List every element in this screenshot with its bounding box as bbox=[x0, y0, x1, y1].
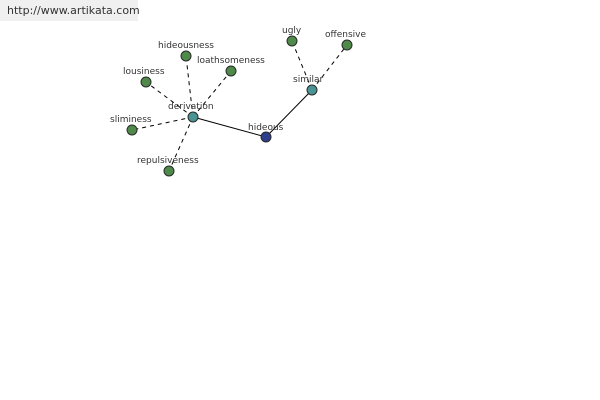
node-dot-similar[interactable] bbox=[306, 84, 318, 96]
edge-similar-ugly bbox=[291, 40, 313, 91]
node-dot-lousiness[interactable] bbox=[140, 76, 152, 88]
node-dot-ugly[interactable] bbox=[286, 35, 298, 47]
node-label-derivation[interactable]: derivation bbox=[168, 102, 214, 112]
node-label-repulsiveness[interactable]: repulsiveness bbox=[137, 156, 199, 166]
node-label-hideousness[interactable]: hideousness bbox=[158, 41, 214, 51]
node-ugly[interactable]: ugly bbox=[282, 26, 302, 47]
node-label-hideous[interactable]: hideous bbox=[248, 123, 284, 133]
node-label-loathsomeness[interactable]: loathsomeness bbox=[197, 56, 265, 66]
node-similar[interactable]: similar bbox=[293, 75, 323, 96]
edge-derivation-lousiness bbox=[145, 81, 194, 118]
edge-derivation-sliminess bbox=[131, 116, 194, 131]
node-label-similar[interactable]: similar bbox=[293, 75, 323, 85]
node-dot-repulsiveness[interactable] bbox=[163, 165, 175, 177]
node-dot-loathsomeness[interactable] bbox=[225, 65, 237, 77]
node-hideous[interactable]: hideous bbox=[248, 123, 284, 143]
node-dot-hideous[interactable] bbox=[260, 131, 272, 143]
edges-layer bbox=[131, 40, 348, 172]
edge-derivation-loathsomeness bbox=[192, 70, 232, 118]
node-dot-sliminess[interactable] bbox=[126, 124, 138, 136]
node-derivation[interactable]: derivation bbox=[168, 102, 214, 123]
node-dot-derivation[interactable] bbox=[187, 111, 199, 123]
node-label-lousiness[interactable]: lousiness bbox=[123, 67, 165, 77]
node-label-offensive[interactable]: offensive bbox=[325, 30, 366, 40]
node-dot-hideousness[interactable] bbox=[180, 50, 192, 62]
node-hideousness[interactable]: hideousness bbox=[158, 41, 214, 62]
node-label-sliminess[interactable]: sliminess bbox=[110, 115, 152, 125]
edge-derivation-hideousness bbox=[185, 55, 194, 118]
node-sliminess[interactable]: sliminess bbox=[110, 115, 152, 136]
node-dot-offensive[interactable] bbox=[341, 39, 353, 51]
edge-similar-offensive bbox=[311, 44, 348, 91]
node-loathsomeness[interactable]: loathsomeness bbox=[197, 56, 265, 77]
node-label-ugly[interactable]: ugly bbox=[282, 26, 302, 36]
edge-derivation-repulsiveness bbox=[168, 116, 194, 172]
node-repulsiveness[interactable]: repulsiveness bbox=[137, 156, 199, 177]
node-offensive[interactable]: offensive bbox=[325, 30, 366, 51]
edge-hideous-similar bbox=[265, 89, 313, 138]
nodes-layer: hideous derivation similar hideousness loath… bbox=[110, 26, 366, 177]
site-url-banner[interactable]: http://www.artikata.com bbox=[0, 0, 140, 21]
edge-hideous-derivation bbox=[192, 116, 267, 138]
node-lousiness[interactable]: lousiness bbox=[123, 67, 165, 88]
